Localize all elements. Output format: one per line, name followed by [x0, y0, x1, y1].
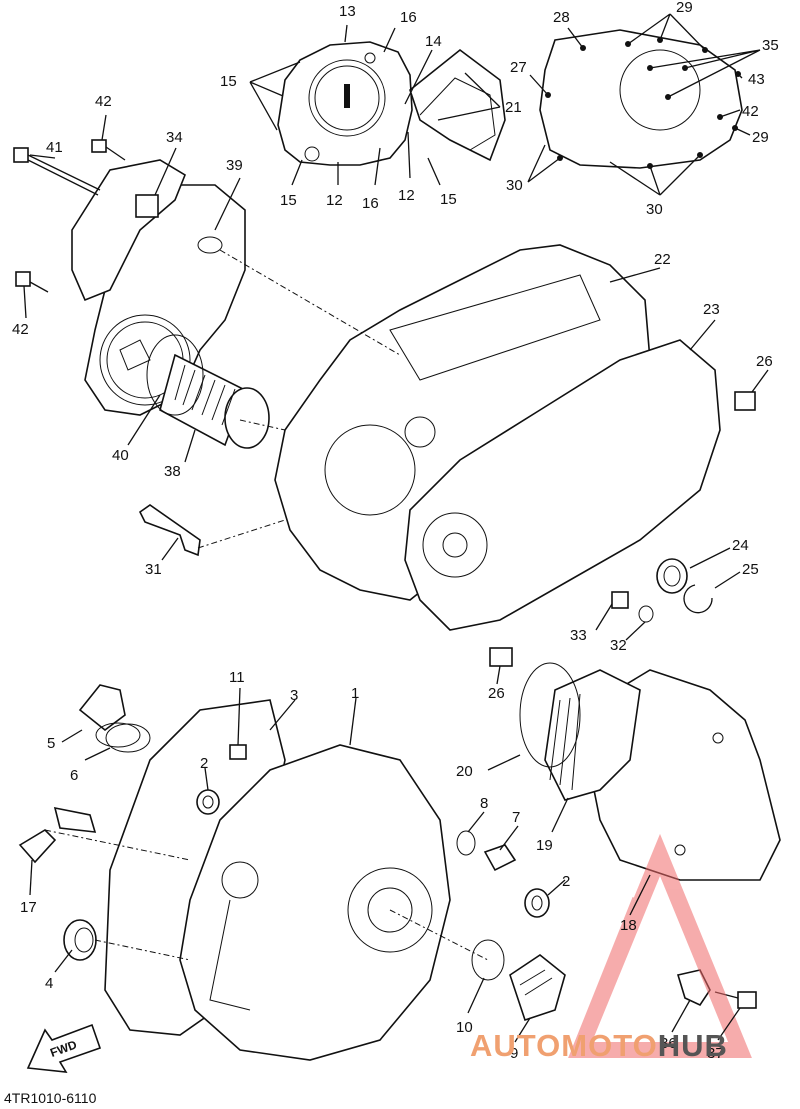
cover-18	[589, 669, 781, 881]
callout-36: 36	[660, 1035, 677, 1052]
callout-14: 14	[425, 33, 442, 50]
dowel-26-lower	[489, 647, 513, 667]
bolt-42-top	[91, 139, 126, 161]
washer-2-left	[196, 789, 220, 815]
callout-12: 12	[398, 187, 415, 204]
callout-11: 11	[229, 669, 245, 686]
circlip-25	[683, 584, 713, 614]
callout-15: 15	[440, 191, 457, 208]
callout-39: 39	[226, 157, 243, 174]
callout-35: 35	[762, 37, 779, 54]
gasket-23	[404, 339, 721, 631]
callout-38: 38	[164, 463, 181, 480]
callout-10: 10	[456, 1019, 473, 1036]
washer-2-right	[524, 888, 550, 918]
callout-26: 26	[488, 685, 505, 702]
callout-22: 22	[654, 251, 671, 268]
o-ring-8	[456, 830, 476, 856]
callout-29: 29	[752, 129, 769, 146]
crankcase-cover-1	[179, 744, 451, 1061]
callout-23: 23	[703, 301, 720, 318]
o-ring-20	[519, 662, 581, 768]
callout-21: 21	[505, 99, 522, 116]
plug-7	[483, 844, 517, 872]
bolt-42-left	[15, 271, 49, 293]
bracket-17	[18, 806, 97, 864]
callout-42: 42	[95, 93, 112, 110]
callout-26: 26	[756, 353, 773, 370]
callout-40: 40	[112, 447, 129, 464]
callout-6: 6	[70, 767, 78, 784]
callout-2: 2	[200, 755, 208, 772]
callout-31: 31	[145, 561, 162, 578]
callout-17: 17	[20, 899, 37, 916]
dowel-26-upper	[734, 391, 756, 411]
gasket-21	[409, 48, 506, 162]
diagram-code: 4TR1010-6110	[4, 1090, 97, 1106]
callout-30: 30	[646, 201, 663, 218]
watermark-text-hub: HUB	[657, 1028, 728, 1063]
callout-20: 20	[456, 763, 473, 780]
callout-4: 4	[45, 975, 53, 992]
callout-3: 3	[290, 687, 298, 704]
callout-12: 12	[326, 192, 343, 209]
collar-33	[611, 591, 629, 609]
callout-1: 1	[351, 685, 359, 702]
callout-24: 24	[732, 537, 749, 554]
bolt-41	[13, 147, 101, 196]
callout-33: 33	[570, 627, 587, 644]
cover-34	[71, 159, 186, 302]
callout-19: 19	[536, 837, 553, 854]
callout-34: 34	[166, 129, 183, 146]
callout-2: 2	[562, 873, 570, 890]
callout-8: 8	[480, 795, 488, 812]
o-ring-6	[105, 723, 151, 753]
bracket-36	[676, 969, 711, 1007]
callout-labels: 13 16 14 15 21 15 12 16 12 15 28 29 35 2…	[12, 0, 779, 1062]
watermark-triangle-icon	[568, 833, 752, 1058]
bracket-31	[138, 504, 201, 557]
o-ring-32	[638, 605, 654, 623]
callout-27: 27	[510, 59, 527, 76]
callout-15: 15	[220, 73, 237, 90]
callout-5: 5	[47, 735, 55, 752]
callout-16: 16	[400, 9, 417, 26]
filler-cap-5	[78, 684, 141, 748]
callout-37: 37	[707, 1045, 724, 1062]
leader-lines	[23, 13, 769, 1043]
fwd-arrow-icon: FWD	[26, 1023, 102, 1073]
seal-24	[656, 558, 688, 594]
callout-32: 32	[610, 637, 627, 654]
watermark-text-main: AUTOMOTO	[470, 1028, 658, 1063]
callout-28: 28	[553, 9, 570, 26]
callout-41: 41	[46, 139, 63, 156]
callout-43: 43	[748, 71, 765, 88]
oil-filter-38	[159, 353, 270, 449]
o-ring-40	[146, 334, 204, 416]
oil-pump-cover	[277, 41, 413, 166]
callout-9: 9	[510, 1045, 518, 1062]
callout-18: 18	[620, 917, 637, 934]
dowel-11	[229, 744, 247, 760]
callout-29: 29	[676, 0, 693, 16]
callout-30: 30	[506, 177, 523, 194]
callout-25: 25	[742, 561, 759, 578]
callout-16: 16	[362, 195, 379, 212]
clutch-cover-plate	[539, 29, 743, 169]
plug-9	[509, 954, 566, 1022]
callout-7: 7	[512, 809, 520, 826]
callout-42: 42	[742, 103, 759, 120]
o-ring-10	[471, 939, 505, 981]
callout-15: 15	[280, 192, 297, 209]
callout-13: 13	[339, 3, 356, 20]
callout-42: 42	[12, 321, 29, 338]
watermark-logo: AUTOMOTOHUB	[470, 1028, 728, 1064]
